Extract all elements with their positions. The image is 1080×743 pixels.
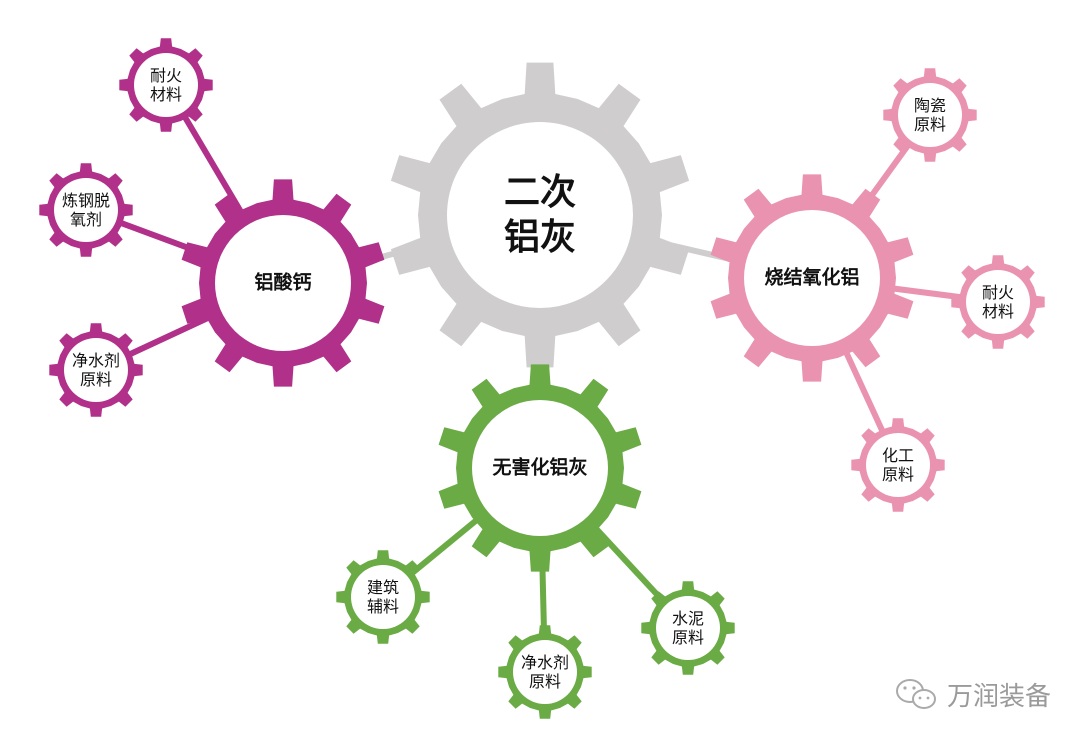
leaf-gear-hole (351, 565, 415, 629)
leaf-gear-hole (966, 270, 1030, 334)
leaf-label: 耐火 材料 (981, 282, 1015, 321)
leaf-label: 耐火 材料 (149, 65, 183, 104)
watermark-text: 万润装备 (947, 682, 1052, 712)
leaf-gear-hole (866, 433, 930, 497)
watermark: 万润装备 (895, 676, 1051, 713)
leaf-label: 净水剂 原料 (71, 350, 121, 389)
branch-label: 无害化铝灰 (492, 456, 588, 479)
leaf-label: 化工 原料 (881, 445, 915, 484)
leaf-gear-hole (54, 178, 118, 242)
leaf-label: 净水剂 原料 (520, 652, 570, 691)
leaf-label: 陶瓷 原料 (913, 95, 947, 134)
center-gear-hole (447, 122, 633, 308)
leaf-label: 炼钢脱 氧剂 (61, 190, 111, 229)
wechat-icon (896, 678, 936, 709)
leaf-gear-hole (898, 83, 962, 147)
branch-gear-hole (472, 400, 608, 536)
branch-label: 铝酸钙 (254, 271, 312, 294)
branch-gear-hole (215, 215, 351, 351)
leaf-gear-hole (64, 338, 128, 402)
branch-gear-hole (744, 210, 880, 346)
leaf-label: 水泥 原料 (671, 608, 705, 647)
leaf-gear-hole (513, 640, 577, 704)
leaf-label: 建筑 辅料 (366, 577, 400, 616)
leaf-gear-hole (656, 596, 720, 660)
branch-label: 烧结氧化铝 (764, 266, 860, 289)
leaf-gear-hole (134, 53, 198, 117)
center-label: 二次 铝灰 (503, 172, 577, 258)
